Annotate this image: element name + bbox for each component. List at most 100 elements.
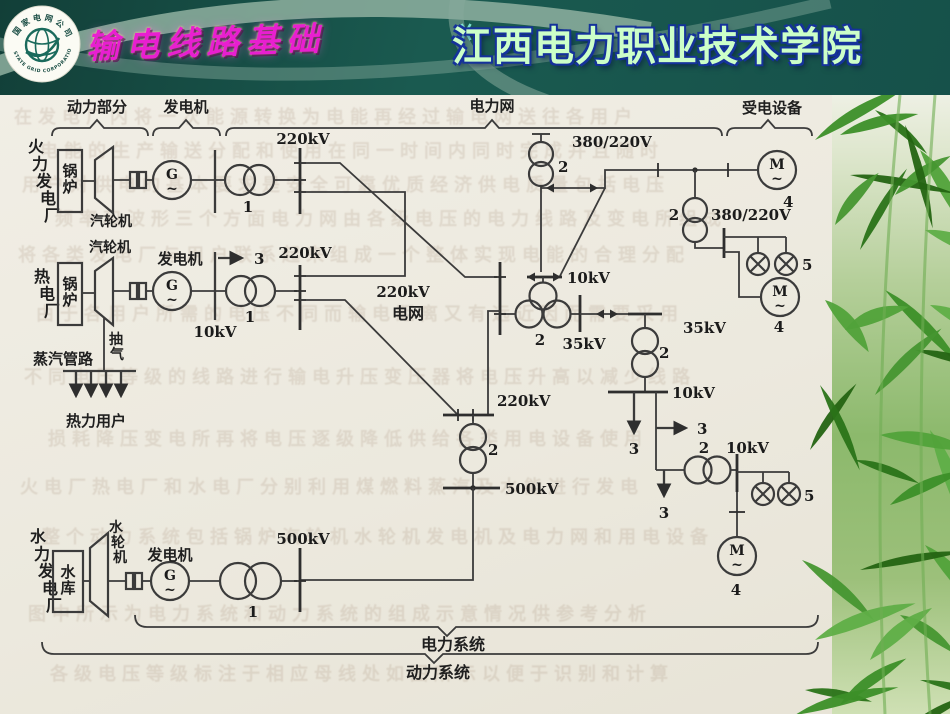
svg-text:2: 2 [669, 206, 679, 224]
label-5: 5 [804, 487, 814, 505]
coupling [128, 281, 139, 301]
power-system-diagram: 动力部分 发电机 电力网 受电设备 电力系统 动力系统 火力发电厂 锅炉 汽轮机 [28, 97, 819, 682]
label-extraction: 抽气 [109, 331, 124, 363]
transformer-2: 2 [683, 439, 732, 485]
right-distribution: 35kV 2 10kV 3 3 3 2 10kV [580, 309, 814, 599]
label-3: 3 [254, 250, 264, 268]
globe-icon [24, 27, 61, 63]
brace-grid [225, 118, 723, 137]
coupling [128, 170, 139, 190]
generator-symbol: G ~ [151, 159, 193, 201]
label-grid-220kv: 220kV [376, 283, 430, 301]
svg-text:~: ~ [731, 557, 743, 573]
label-380-220v: 380/220V [572, 133, 652, 151]
svg-text:~: ~ [774, 298, 786, 314]
ehv-chain: 220kV 2 500kV [300, 392, 559, 581]
label-cogen-plant: 热电厂 [34, 267, 60, 321]
steam-turbine-symbol [93, 144, 115, 216]
svg-text:G: G [164, 568, 176, 584]
boiler-symbol [56, 261, 84, 327]
label-steam-pipeline: 蒸汽管路 [33, 350, 94, 368]
svg-text:G: G [166, 167, 178, 183]
brace-receiving [726, 118, 813, 137]
svg-text:2: 2 [535, 331, 545, 349]
sparkle-icon [457, 23, 475, 41]
svg-text:2: 2 [699, 439, 709, 457]
coupling [137, 170, 148, 190]
label-500kv: 500kV [276, 530, 330, 548]
brace-power-part [51, 118, 149, 137]
svg-text:4: 4 [783, 193, 793, 211]
transformer-2: 2 [527, 140, 568, 188]
label-generator: 发电机 [156, 250, 202, 268]
brace-power-system [134, 614, 819, 638]
svg-text:2: 2 [488, 441, 498, 459]
label-heat-users: 热力用户 [66, 412, 126, 430]
svg-text:4: 4 [731, 581, 741, 599]
state-grid-logo: 国家电网公司 STATE GRID CORPORATION OF CHINA [0, 0, 81, 83]
svg-text:4: 4 [774, 318, 784, 336]
label-power-system: 电力系统 [421, 635, 485, 654]
svg-text:M: M [772, 284, 788, 300]
coupling [137, 281, 148, 301]
transformer-1: 1 [223, 163, 276, 216]
hydro-plant-row: 水力发电厂 水库 水轮机 G ~ 发电机 1 [30, 519, 330, 621]
label-hydro-plant: 水力发电厂 [30, 527, 62, 615]
label-220kv: 220kV [278, 244, 332, 262]
transformer-2: 2 [630, 326, 669, 379]
label-3: 3 [659, 504, 669, 522]
label-3: 3 [697, 420, 707, 438]
label-220kv: 220kV [276, 130, 330, 148]
label-5: 5 [802, 256, 812, 274]
label-generator-brace: 发电机 [162, 98, 208, 116]
brace-motive-system [41, 641, 819, 665]
label-receiving-brace: 受电设备 [742, 99, 803, 117]
label-35kv: 35kV [683, 319, 726, 337]
transformer-1: 1 [224, 274, 277, 326]
label-steam-turbine: 汽轮机 [89, 239, 131, 256]
label-power-part: 动力部分 [67, 98, 127, 116]
label-10kv: 10kV [726, 439, 769, 457]
svg-text:M: M [769, 157, 785, 173]
label-10kv: 10kV [194, 323, 237, 341]
motor-symbol: M ~ 4 [716, 535, 758, 599]
course-title: 输电线路基础 [85, 18, 327, 67]
top-braces: 动力部分 发电机 电力网 受电设备 [51, 97, 813, 137]
svg-text:2: 2 [659, 344, 669, 362]
brace-generator [152, 118, 221, 137]
lamp-symbol [745, 251, 771, 277]
svg-text:~: ~ [166, 292, 178, 308]
thermal-plant-row: 火力发电厂 锅炉 汽轮机 G ~ 1 220kV [28, 130, 330, 230]
label-boiler: 锅炉 [62, 162, 77, 196]
slide-header: 输电线路基础 江西电力职业技术学院 国家电网公司 STATE GRID CORP… [0, 0, 950, 95]
svg-text:2: 2 [558, 158, 568, 176]
motor-symbol: M ~ 4 [759, 276, 801, 336]
label-10kv: 10kV [672, 384, 715, 402]
water-turbine-symbol [88, 530, 110, 619]
transformer-2: 2 [458, 422, 498, 475]
label-35kv: 35kV [563, 335, 606, 353]
label-3: 3 [629, 440, 639, 458]
svg-text:~: ~ [166, 181, 178, 197]
svg-text:~: ~ [771, 171, 783, 187]
coupling [133, 571, 144, 591]
label-steam-turbine: 汽轮机 [90, 213, 132, 230]
lamp-symbol [773, 251, 799, 277]
svg-text:1: 1 [245, 308, 255, 326]
lamp-symbol [776, 481, 802, 507]
network-lines: 2 380/220V 220kV 电网 [300, 133, 758, 415]
transformer-1: 1 [218, 561, 283, 621]
label-220kv: 220kV [497, 392, 551, 410]
label-boiler: 锅炉 [62, 275, 77, 309]
steam-turbine-symbol [93, 255, 115, 328]
lamp-symbol [750, 481, 776, 507]
cogen-plant-row: 热电厂 锅炉 汽轮机 G ~ 发电机 10kV 3 1 [33, 239, 332, 430]
bottom-braces: 电力系统 动力系统 [41, 614, 819, 682]
center-substation: 10kV 2 35kV [487, 262, 610, 415]
svg-text:M: M [729, 543, 745, 559]
label-grid-word: 电网 [392, 304, 424, 323]
motor-symbol: M ~ 4 [756, 149, 798, 211]
svg-text:1: 1 [243, 198, 253, 216]
label-reservoir: 水库 [60, 563, 76, 597]
